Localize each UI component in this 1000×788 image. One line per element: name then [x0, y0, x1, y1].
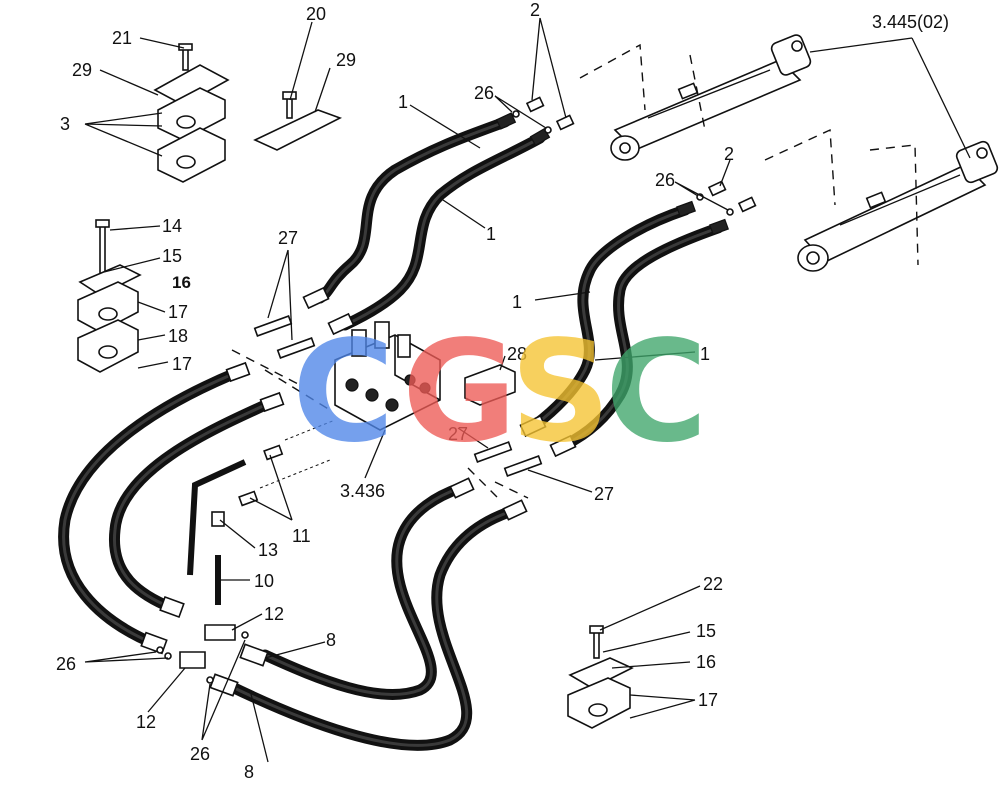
label-plate-29-left: 29 [72, 60, 92, 80]
label-clamp-17-right: 17 [698, 690, 718, 710]
label-hose-8-upper: 8 [326, 630, 336, 650]
label-seal-26-top: 26 [474, 83, 494, 103]
label-bracket-28: 28 [507, 344, 527, 364]
hose-group [58, 116, 724, 751]
label-hose-1-a: 1 [398, 92, 408, 112]
assembly-lines [231, 349, 529, 501]
label-seal-26-left: 26 [56, 654, 76, 674]
control-valve-block [334, 321, 441, 431]
label-hose-1-d: 1 [700, 344, 710, 364]
label-plate-16-left: 16 [172, 273, 191, 292]
label-washer-15-right: 15 [696, 621, 716, 641]
label-plate-16-right: 16 [696, 652, 716, 672]
label-screw-21: 21 [112, 28, 132, 48]
clamp-stack-mid-left [77, 219, 142, 373]
label-screw-20: 20 [306, 4, 326, 24]
label-clamp-18: 18 [168, 326, 188, 346]
label-bolt-27-right: 27 [594, 484, 614, 504]
watermark-letter-1: C [292, 311, 395, 474]
leader-lines [84, 17, 971, 763]
label-fitting-2-top: 2 [530, 0, 540, 20]
watermark-letter-2: G [402, 311, 517, 474]
label-hose-1-b: 1 [486, 224, 496, 244]
label-tee-12-right: 12 [264, 604, 284, 624]
watermark-letter-3: S [510, 311, 611, 474]
watermark-letter-4: C [605, 311, 708, 474]
label-bolt-14: 14 [162, 216, 182, 236]
label-bolt-22: 22 [703, 574, 723, 594]
hydraulic-cylinder-upper [579, 34, 812, 161]
bracket-28 [464, 364, 516, 406]
hose-1-b [339, 132, 546, 331]
label-seal-26-bottom: 26 [190, 744, 210, 764]
label-bolt-27-left: 27 [278, 228, 298, 248]
hydraulic-cylinder-lower [764, 128, 999, 272]
label-seal-26-mid: 26 [655, 170, 675, 190]
label-hose-1-c: 1 [512, 292, 522, 312]
label-bolt-27-center: 27 [448, 424, 468, 444]
label-fitting-2-mid: 2 [724, 144, 734, 164]
label-valve-ref: 3.436 [340, 481, 385, 501]
label-plate-29-center: 29 [336, 50, 356, 70]
label-fitting-11: 11 [292, 526, 311, 546]
label-hose-8-lower: 8 [244, 762, 254, 782]
label-pipe-10: 10 [254, 571, 274, 591]
label-washer-15-left: 15 [162, 246, 182, 266]
label-clamp-17-upper: 17 [168, 302, 188, 322]
clamp-stack-upper-left [153, 43, 230, 183]
clamp-stack-bottom-right [567, 625, 634, 729]
label-tee-12-left: 12 [136, 712, 156, 732]
label-clamp-3: 3 [60, 114, 70, 134]
label-elbow-13: 13 [258, 540, 278, 560]
clamp-stack-center-top [253, 91, 343, 151]
label-clamp-17-lower: 17 [172, 354, 192, 374]
small-fittings [156, 96, 757, 684]
hose-fittings [140, 112, 729, 697]
label-cylinder-ref: 3.445(02) [872, 12, 949, 32]
part-labels: 21 29 3 20 29 2 26 1 1 3.445(02) 2 26 1 … [56, 0, 949, 782]
watermark-logo: C G S C [292, 311, 708, 474]
